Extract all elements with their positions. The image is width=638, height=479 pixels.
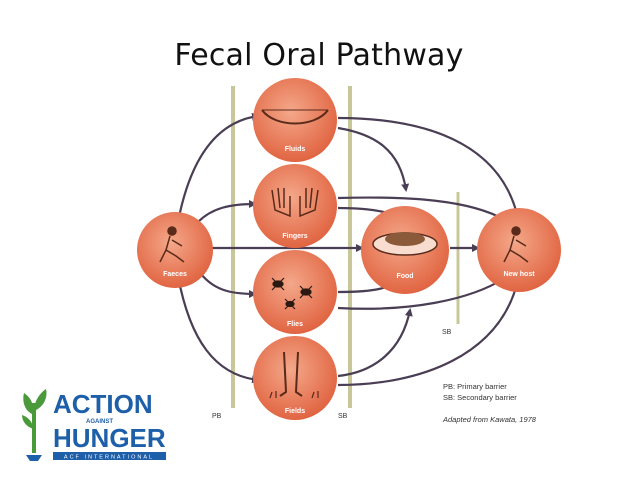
- node-label-fingers: Fingers: [282, 233, 307, 240]
- arrow-fingers-newhost: [337, 196, 507, 221]
- node-fields: Fields: [253, 336, 337, 420]
- squatting-person-icon: [503, 226, 529, 263]
- slide-title: Fecal Oral Pathway: [174, 38, 464, 73]
- node-label-flies: Flies: [287, 321, 303, 328]
- node-food: Food: [361, 206, 449, 294]
- arrow-flies-newhost: [337, 276, 507, 310]
- node-label-food: Food: [396, 273, 413, 280]
- legend-secondary: SB: Secondary barrier: [443, 393, 517, 402]
- arrow-faeces-flies: [197, 269, 257, 298]
- arrow-fields-food: [337, 308, 413, 378]
- logo-text-against: AGAINST: [86, 419, 113, 425]
- squatting-person-icon: [159, 226, 185, 263]
- barrier-label-sb: SB: [338, 413, 348, 420]
- node-label-fluids: Fluids: [285, 146, 306, 153]
- arrow-faeces-fingers: [197, 200, 257, 223]
- node-label-fields: Fields: [285, 408, 305, 415]
- flies-icon: [271, 277, 313, 310]
- arrow-faeces-fluids: [176, 112, 260, 223]
- barrier-label-pb: PB: [212, 413, 222, 420]
- node-fingers: Fingers: [253, 164, 337, 248]
- plant-emblem-icon: [22, 389, 47, 461]
- food-plate-icon: [372, 232, 438, 256]
- hands-icon: [271, 187, 319, 218]
- node-new-host: New host: [477, 208, 561, 292]
- legend-source: Adapted from Kawata, 1978: [442, 415, 537, 424]
- arrow-faeces-fields: [176, 275, 260, 384]
- logo-text-acf: ACF INTERNATIONAL: [64, 455, 154, 461]
- water-bowl-icon: [261, 109, 329, 125]
- node-fluids: Fluids: [253, 78, 337, 162]
- arrow-fluids-food: [337, 126, 410, 192]
- node-faeces: Faeces: [137, 212, 213, 288]
- node-flies: Flies: [253, 250, 337, 334]
- barrier-label-sb-2: SB: [442, 329, 452, 336]
- arrow-fluids-newhost: [337, 116, 521, 220]
- node-label-new-host: New host: [503, 271, 535, 278]
- legend-primary: PB: Primary barrier: [443, 382, 507, 391]
- arrow-fields-newhost: [337, 278, 521, 387]
- node-label-faeces: Faeces: [163, 271, 187, 278]
- logo-text-hunger: HUNGER: [53, 423, 166, 453]
- action-against-hunger-logo: ACTION AGAINST HUNGER ACF INTERNATIONAL: [20, 383, 170, 465]
- logo-text-action: ACTION: [53, 389, 153, 419]
- legs-in-field-icon: [269, 351, 319, 399]
